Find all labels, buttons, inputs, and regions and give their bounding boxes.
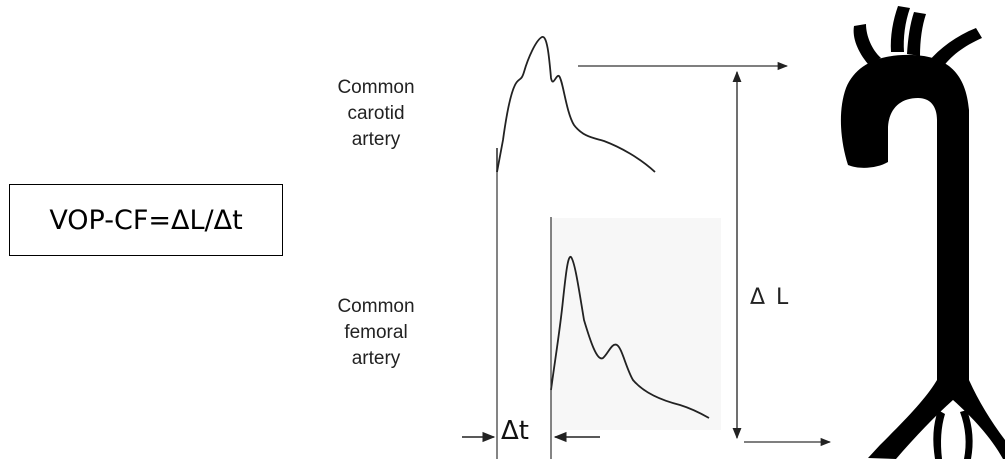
carotid-label-line-3: artery [351,129,401,150]
carotid-label-line-2: carotid [347,103,405,124]
femoral-label-line-3: artery [351,348,401,369]
formula-text: VOP-CF=ΔL/Δt [49,204,243,236]
aortic-arch [840,54,969,390]
femoral-label-line-1: Common [337,296,415,317]
femoral-artery-label: Common femoral artery [316,294,436,372]
aortic-arch-branch [907,12,926,56]
formula-box: VOP-CF=ΔL/Δt [9,184,283,256]
aortic-arch-branch [853,24,881,64]
iliac-bifurcation [868,380,1005,459]
carotid-waveform [496,36,656,173]
aortic-arch-branch [890,6,910,52]
femoral-waveform [550,256,710,419]
femoral-waveform-panel [551,218,721,430]
delta-l-label: Δ L [750,285,791,310]
delta-t-label: Δt [501,416,529,446]
aortic-arch-branch [928,28,982,70]
carotid-artery-label: Common carotid artery [316,75,436,153]
aorta-silhouette [840,6,1005,459]
carotid-label-line-1: Common [337,77,415,98]
femoral-label-line-2: femoral [344,322,408,343]
iliac-branch [933,410,945,459]
iliac-branch [960,410,973,459]
